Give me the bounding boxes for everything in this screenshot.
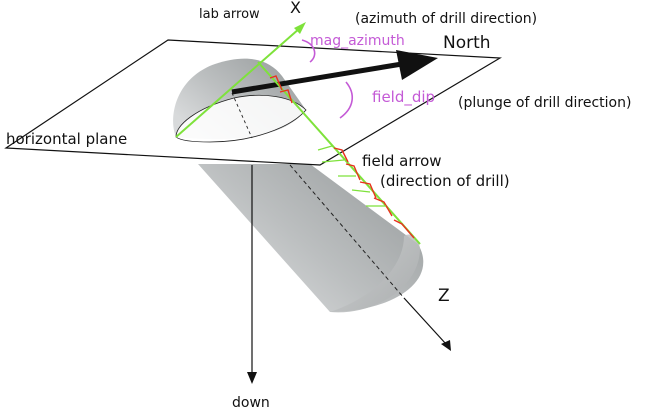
- core-axis-dashed: [289, 164, 405, 299]
- z-axis-arrow-shaft: [403, 297, 447, 345]
- field-arrow-label: field arrow: [362, 152, 442, 170]
- z-axis-label: Z: [438, 286, 450, 306]
- down-arrow-head: [247, 372, 257, 384]
- mag-azimuth-label: mag_azimuth: [310, 33, 405, 49]
- hidden-edge-top: [231, 92, 253, 139]
- field-arrow-shaft: [257, 61, 421, 245]
- north-arrow-head: [396, 50, 438, 80]
- horizontal-plane-label: horizontal plane: [6, 130, 128, 148]
- z-axis-arrow-head: [441, 340, 451, 351]
- mag-azimuth-arc: [301, 39, 316, 63]
- drill-core-lower-body: [198, 164, 424, 312]
- direction-of-drill-label: (direction of drill): [380, 172, 510, 190]
- lab-arrow-label: lab arrow: [199, 7, 260, 22]
- x-axis-label: X: [290, 0, 301, 17]
- field-arrow-marks: [269, 75, 415, 239]
- plunge-note: (plunge of drill direction): [458, 95, 632, 111]
- lab-arrow-head: [294, 22, 306, 34]
- north-label: North: [443, 33, 491, 53]
- drill-core-bottom-end: [330, 234, 420, 313]
- field-dip-arc: [339, 81, 353, 119]
- azimuth-note: (azimuth of drill direction): [355, 11, 538, 27]
- field-dip-label: field_dip: [372, 88, 436, 106]
- field-arrow-barbs: [317, 145, 386, 207]
- drill-core-top-face: [175, 94, 307, 143]
- lab-arrow-shaft: [175, 27, 301, 138]
- down-label: down: [232, 395, 270, 411]
- north-arrow-shaft: [231, 61, 403, 95]
